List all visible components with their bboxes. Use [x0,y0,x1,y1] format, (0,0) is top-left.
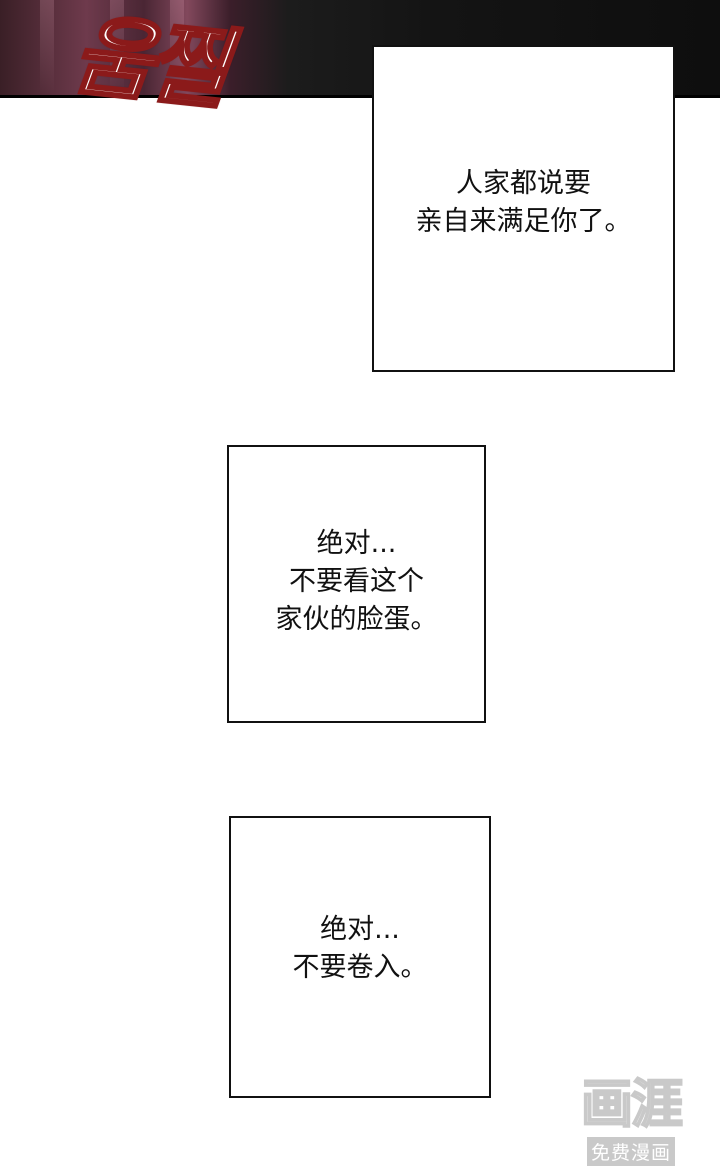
watermark-subtitle: 免费漫画 [586,1137,675,1166]
caption-box-2: 绝对... 不要看这个 家伙的脸蛋。 [227,445,486,723]
caption-text: 绝对... 不要看这个 家伙的脸蛋。 [275,528,438,635]
curtain-fold [40,0,54,95]
caption-text: 绝对... 不要卷入。 [292,914,428,983]
watermark-logo: 画涯 [580,1075,684,1135]
caption-box-1: 人家都说要 亲自来满足你了。 [372,45,675,372]
curtain-fold [170,0,184,95]
caption-box-3: 绝对... 不要卷入。 [229,816,491,1098]
sound-effect-text: 움찔 [66,1,229,123]
watermark: 画涯 免费漫画 [556,1075,706,1166]
curtain-fold [110,0,124,95]
caption-text: 人家都说要 亲自来满足你了。 [415,167,632,237]
